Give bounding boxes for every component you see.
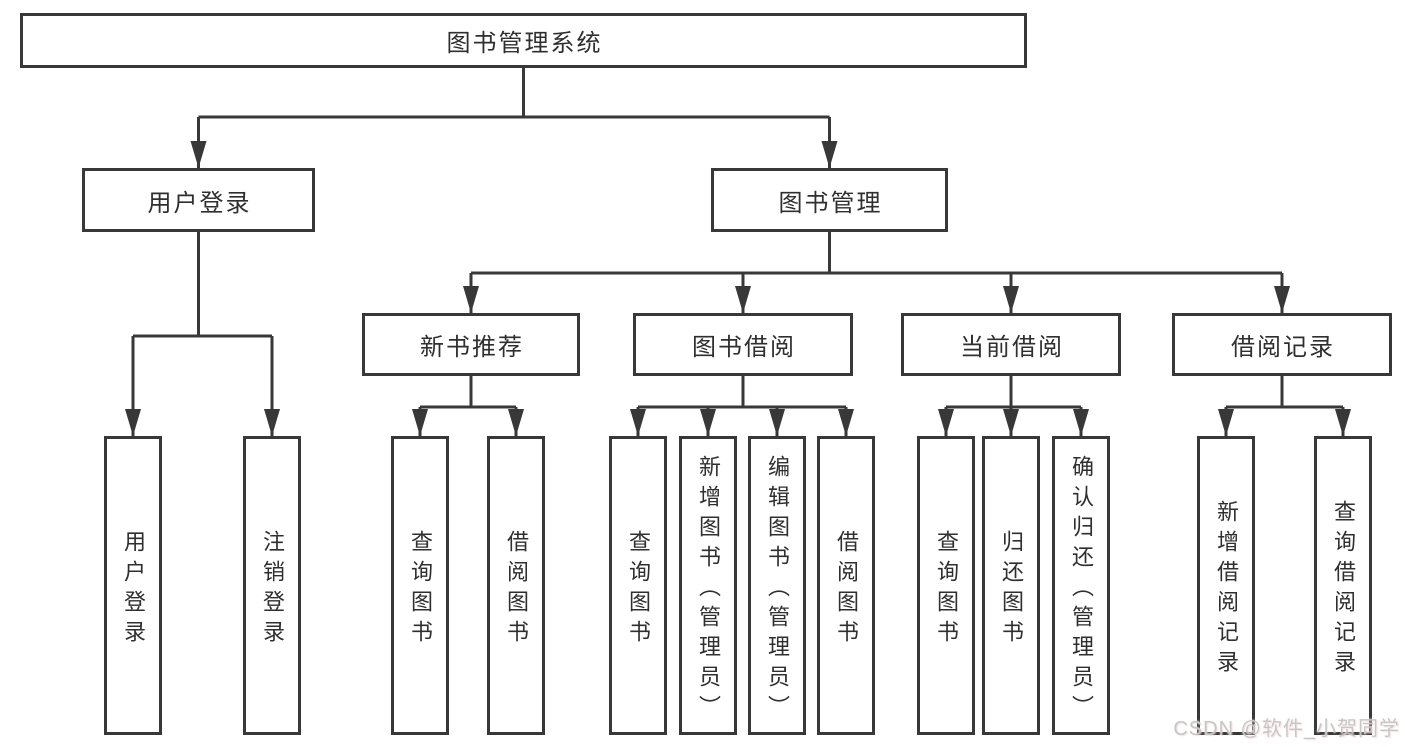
arrowhead-icon (1218, 409, 1234, 436)
arrowhead-icon (838, 409, 854, 436)
node-label: 当前借阅 (960, 334, 1064, 361)
arrowhead-icon (1003, 409, 1019, 436)
node-leaf-add-book-admin: 新增图书（管理员） (679, 436, 737, 735)
arrowhead-icon (412, 409, 428, 436)
arrowhead-icon (1073, 409, 1089, 436)
node-leaf-query-book-2: 查询图书 (609, 436, 667, 735)
node-label: 新书推荐 (420, 334, 524, 361)
watermark-text: CSDN @软件_小贺同学 (1173, 718, 1400, 740)
arrowhead-icon (1274, 286, 1290, 313)
node-user-login: 用户登录 (82, 168, 315, 232)
node-label: 查询图书 (626, 529, 651, 650)
node-leaf-borrow-book-2: 借阅图书 (817, 436, 875, 735)
node-borrow-records: 借阅记录 (1172, 313, 1392, 376)
arrowhead-icon (508, 409, 524, 436)
arrowhead-icon (264, 409, 280, 436)
arrowhead-icon (125, 409, 141, 436)
node-label: 查询图书 (408, 529, 433, 650)
arrowhead-icon (1335, 409, 1351, 436)
arrowhead-icon (735, 286, 751, 313)
node-label: 新增图书（管理员） (696, 454, 721, 725)
arrowhead-icon (190, 141, 207, 168)
arrowhead-icon (463, 286, 479, 313)
node-label: 编辑图书（管理员） (765, 454, 790, 725)
node-leaf-edit-book-admin: 编辑图书（管理员） (748, 436, 806, 735)
arrowheads (125, 141, 1351, 436)
node-new-book-recommend: 新书推荐 (362, 313, 580, 376)
node-label: 注销登录 (260, 529, 285, 650)
arrowhead-icon (630, 409, 646, 436)
node-label: 借阅记录 (1231, 334, 1335, 361)
node-leaf-add-borrow-record: 新增借阅记录 (1197, 436, 1255, 735)
node-leaf-user-login: 用户登录 (104, 436, 162, 735)
node-label: 归还图书 (999, 529, 1024, 650)
arrowhead-icon (1003, 286, 1019, 313)
node-label: 确认归还（管理员） (1069, 454, 1094, 725)
node-leaf-query-book-3: 查询图书 (917, 436, 975, 735)
node-label: 用户登录 (121, 529, 146, 650)
node-label: 查询借阅记录 (1331, 499, 1356, 680)
node-label: 图书管理 (778, 189, 883, 217)
node-label: 借阅图书 (504, 529, 529, 650)
arrowhead-icon (938, 409, 954, 436)
node-book-borrowing: 图书借阅 (633, 313, 853, 376)
node-label: 图书借阅 (692, 334, 796, 361)
node-leaf-logout: 注销登录 (243, 436, 301, 735)
connector-path (131, 68, 1345, 436)
node-leaf-query-borrow-record: 查询借阅记录 (1314, 436, 1372, 735)
arrowhead-icon (821, 141, 838, 168)
node-leaf-return-book: 归还图书 (982, 436, 1040, 735)
node-leaf-borrow-book-1: 借阅图书 (487, 436, 545, 735)
node-label: 查询图书 (934, 529, 959, 650)
node-book-management: 图书管理 (711, 168, 948, 232)
node-label: 用户登录 (147, 189, 252, 217)
node-library-system: 图书管理系统 (20, 13, 1027, 68)
arrowhead-icon (769, 409, 785, 436)
node-label: 新增借阅记录 (1214, 499, 1239, 680)
node-current-borrowing: 当前借阅 (901, 313, 1121, 376)
node-label: 借阅图书 (834, 529, 859, 650)
node-label: 图书管理系统 (446, 30, 603, 57)
arrowhead-icon (700, 409, 716, 436)
node-leaf-confirm-return-admin: 确认归还（管理员） (1052, 436, 1110, 735)
node-leaf-query-book-1: 查询图书 (391, 436, 449, 735)
